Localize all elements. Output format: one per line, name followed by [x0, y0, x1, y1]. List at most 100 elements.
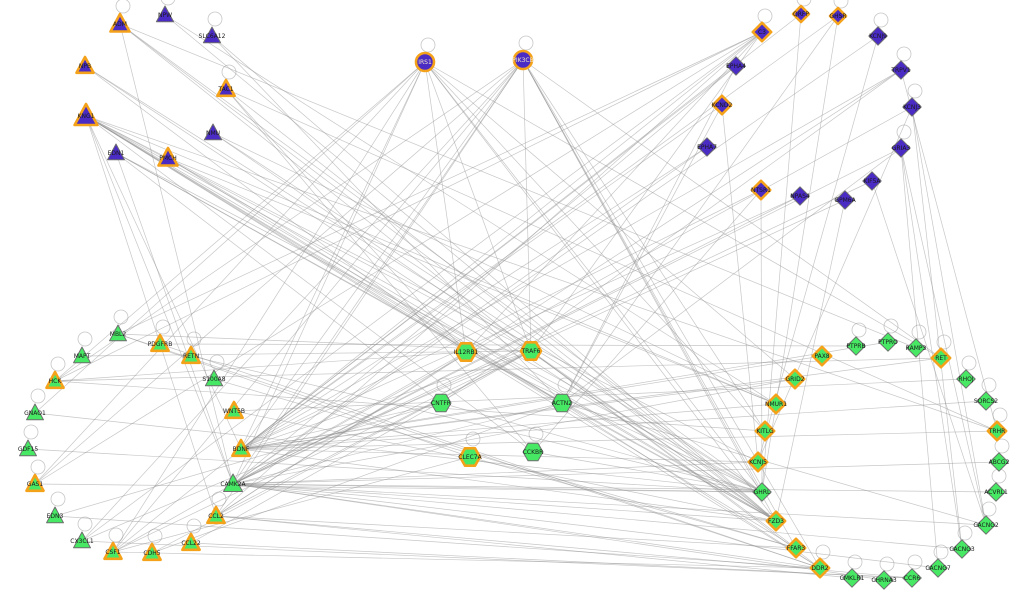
node-GRID2[interactable]: GRID2 [784, 368, 806, 390]
node-HCK[interactable]: HCK [45, 370, 65, 390]
node-shape-GNAO1 [26, 403, 44, 421]
edge-ACTN2-FZD3 [561, 402, 777, 522]
node-KCND2[interactable]: KCND2 [711, 94, 733, 116]
edge-CCL2-FFAR3 [215, 515, 797, 549]
node-GDF15[interactable]: GDF15 [18, 439, 39, 457]
node-TRHR[interactable]: TRHR [986, 420, 1008, 442]
node-WNT5B[interactable]: WNT5B [223, 400, 245, 420]
node-EPHA7[interactable]: EPHA7 [697, 137, 717, 157]
edge-BDNF-NMUR1 [240, 403, 777, 450]
edge-IRS1-IL12RB1 [424, 61, 467, 353]
edge-TRPV1-CNTFR [440, 69, 902, 404]
node-shape-S100A8 [204, 369, 224, 387]
self-loop-CACNG7 [933, 544, 949, 560]
node-CDH5[interactable]: CDH5 [142, 542, 162, 562]
edge-C3-MBL2 [117, 31, 763, 335]
node-KCNJ9[interactable]: KCNJ9 [868, 26, 888, 46]
node-ABCG2[interactable]: ABCG2 [989, 452, 1010, 472]
node-TAC1[interactable]: TAC1 [216, 78, 236, 98]
node-QRFP[interactable]: QRFP [791, 4, 811, 24]
node-SLC6A12[interactable]: SLC6A12 [199, 26, 226, 44]
edge-GRIA3-CAMK2A [232, 147, 902, 485]
node-SORCS2[interactable]: SORCS2 [974, 391, 998, 411]
node-shape-CCL2 [206, 505, 226, 525]
node-FZD3[interactable]: FZD3 [765, 510, 787, 532]
edge-KCNJ3-CACNG2 [911, 106, 987, 526]
node-CCR6[interactable]: CCR6 [902, 568, 922, 588]
node-NTSR1[interactable]: NTSR1 [750, 179, 772, 201]
self-loop-CACNG3 [957, 525, 973, 541]
node-CACNG3[interactable]: CACNG3 [949, 539, 975, 559]
node-C3[interactable]: C3 [751, 21, 773, 43]
node-GRIA3[interactable]: GRIA3 [891, 138, 911, 158]
edge-ADM-FZD3 [119, 23, 777, 522]
edge-NTSR1-BDNF [240, 189, 762, 450]
node-ACVRL1[interactable]: ACVRL1 [984, 482, 1008, 502]
self-loop-TRPV1 [896, 46, 912, 62]
node-CCL2[interactable]: CCL2 [206, 505, 226, 525]
edge-TRAF6-CX3CL1 [81, 350, 532, 542]
node-EPHA4[interactable]: EPHA4 [726, 56, 746, 76]
node-shape-SORCS2 [976, 391, 996, 411]
node-shape-C3 [751, 21, 773, 43]
self-loop-CACNG2 [981, 501, 997, 517]
edge-IL12RB1-CCL2 [215, 351, 467, 517]
node-PTPRO[interactable]: PTPRO [878, 332, 898, 352]
node-CACNG7[interactable]: CACNG7 [925, 558, 951, 578]
node-KNG1[interactable]: KNG1 [73, 102, 99, 127]
edge-NTSR1-GHRL [760, 189, 763, 493]
edge-ACTN2-CAMK2A [232, 402, 563, 485]
node-PMCH[interactable]: PMCH [157, 146, 179, 167]
node-shape-KCNJ9 [868, 26, 888, 46]
node-TRPV1[interactable]: TRPV1 [890, 60, 911, 80]
node-GHSR[interactable]: GHSR [828, 6, 848, 26]
node-PTPRB[interactable]: PTPRB [846, 336, 866, 356]
node-PAX8[interactable]: PAX8 [811, 345, 833, 367]
node-NPB[interactable]: NPB [75, 55, 95, 75]
node-CNTFR[interactable]: CNTFR [430, 393, 452, 413]
edge-EPHA7-CAMK2A [232, 146, 708, 485]
edge-IRS1-BDNF [240, 61, 426, 450]
edge-IRS1-GHRL [424, 61, 763, 493]
edge-BDNF-TRHR [240, 430, 998, 450]
edge-PIK3CB-CAMK2A [232, 59, 524, 485]
edge-CAMK2A-CACNG2 [232, 483, 987, 526]
node-ACTN2[interactable]: ACTN2 [551, 393, 573, 413]
node-RET[interactable]: RET [930, 347, 952, 369]
node-shape-DDR2 [809, 557, 831, 579]
node-shape-CCR6 [902, 568, 922, 588]
node-CCKBR[interactable]: CCKBR [522, 442, 544, 462]
node-PIK3CB[interactable]: PIK3CB [512, 49, 534, 71]
node-KITLG[interactable]: KITLG [754, 420, 776, 442]
edge-TAC1-CCKBR [225, 88, 534, 453]
edge-IRS1-KITLG [424, 61, 766, 432]
node-CACNG2[interactable]: CACNG2 [973, 515, 999, 535]
node-EDN3[interactable]: EDN3 [46, 506, 64, 524]
node-KCNJ3[interactable]: KCNJ3 [902, 97, 922, 117]
node-NMU[interactable]: NMU [203, 123, 223, 141]
node-shape-CNTFR [430, 393, 452, 413]
node-GPM6A[interactable]: GPM6A [834, 190, 857, 210]
node-IRS1[interactable]: IRS1 [414, 51, 436, 73]
node-MAPT[interactable]: MAPT [73, 346, 91, 364]
node-RAMP3[interactable]: RAMP3 [906, 338, 927, 358]
node-ADM[interactable]: ADM [109, 12, 131, 33]
node-NPW[interactable]: NPW [155, 5, 175, 23]
edge-GRIA3-CACNG2 [900, 147, 987, 526]
node-RHOJ[interactable]: RHOJ [956, 369, 976, 389]
node-TRAF6[interactable]: TRAF6 [519, 340, 543, 362]
edge-PIK3CB-GAS1 [34, 59, 524, 485]
node-shape-GRID2 [784, 368, 806, 390]
node-shape-EPHA7 [697, 137, 717, 157]
edge-IRS1-CAMK2A [232, 61, 426, 485]
node-FFAR3[interactable]: FFAR3 [785, 537, 807, 559]
node-EDN1[interactable]: EDN1 [107, 143, 125, 161]
edge-KNG1-TRAF6 [85, 115, 532, 352]
node-PDGFRB[interactable]: PDGFRB [148, 333, 173, 353]
edge-PMCH-NMUR1 [167, 157, 777, 405]
node-shape-GHRL [752, 482, 772, 502]
node-CHRNA3[interactable]: CHRNA3 [871, 570, 897, 590]
edge-TRAF6-FZD3 [530, 350, 777, 522]
